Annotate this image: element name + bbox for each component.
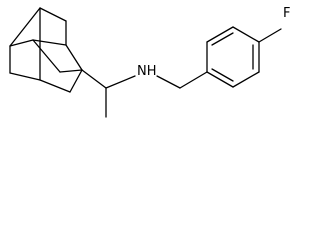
double-bond-inner [211, 68, 234, 82]
fluorophenyl-ring [206, 26, 282, 88]
molecule-canvas: NH F [9, 6, 290, 118]
bond [32, 39, 67, 46]
bond [206, 26, 234, 43]
bond [9, 39, 34, 47]
bond [258, 28, 282, 43]
bond [59, 69, 83, 73]
nitrogen-label: NH [137, 64, 157, 79]
bond [65, 44, 83, 71]
bond [232, 71, 260, 88]
bond [179, 71, 208, 89]
bond [9, 72, 41, 81]
bond [156, 75, 181, 89]
adamantyl-group [9, 7, 83, 93]
structure-diagram: NH F [9, 6, 290, 118]
linker-chain [81, 69, 208, 118]
bond [32, 39, 61, 73]
bond [232, 26, 260, 43]
bond [206, 71, 234, 88]
bond [9, 7, 41, 47]
bond [39, 7, 67, 22]
bond [105, 75, 136, 89]
bond [39, 79, 71, 93]
double-bond-inner [211, 32, 234, 46]
bond [69, 69, 83, 93]
bond [81, 69, 107, 89]
fluorine-label: F [283, 6, 290, 21]
